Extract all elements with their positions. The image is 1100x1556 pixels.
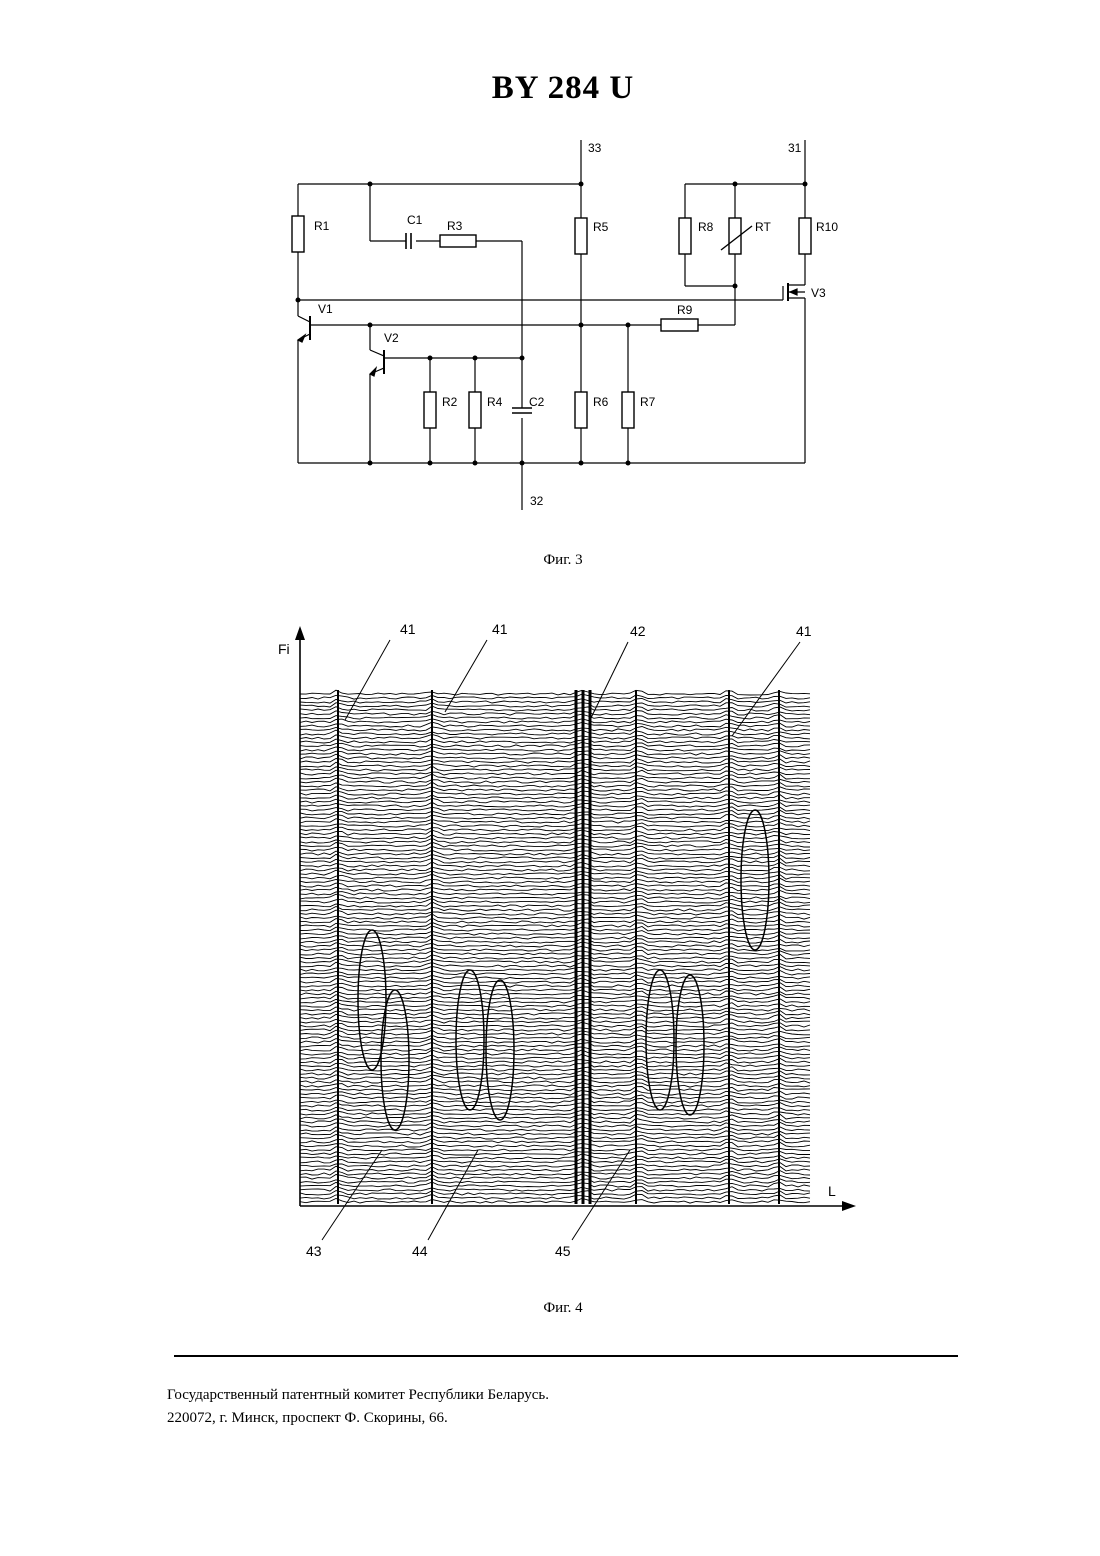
- label-r5: R5: [593, 220, 609, 234]
- resistor-r1: [292, 216, 304, 252]
- callout-44: 44: [412, 1243, 428, 1259]
- figure-3-caption: Фиг. 3: [0, 552, 1100, 569]
- label-r6: R6: [593, 395, 609, 409]
- footer-organization: Государственный патентный комитет Респуб…: [167, 1387, 549, 1404]
- label-r4: R4: [487, 395, 503, 409]
- callout-41-c: 41: [796, 623, 812, 639]
- label-r3: R3: [447, 219, 463, 233]
- callout-42: 42: [630, 623, 646, 639]
- mosfet-v3: [783, 282, 805, 301]
- circuit-diagram: 33 31 32 R1 C1 R3 R5 R8 RT R10 V3 V1 R9 …: [0, 0, 1100, 540]
- resistor-r9: [661, 319, 698, 331]
- label-v1: V1: [318, 302, 333, 316]
- label-c2: C2: [529, 395, 545, 409]
- resistor-r4: [469, 392, 481, 428]
- terminal-33-label: 33: [588, 141, 602, 155]
- label-r2: R2: [442, 395, 458, 409]
- x-axis-label: L: [828, 1183, 836, 1199]
- label-v2: V2: [384, 331, 399, 345]
- transistor-v2: [370, 325, 384, 376]
- thermistor-rt-slash: [721, 226, 752, 250]
- terminal-31-label: 31: [788, 141, 802, 155]
- resistor-r2: [424, 392, 436, 428]
- label-rt: RT: [755, 220, 771, 234]
- resistor-r3: [440, 235, 476, 247]
- label-r10: R10: [816, 220, 838, 234]
- capacitors: [406, 233, 532, 413]
- y-axis-label: Fi: [278, 641, 290, 657]
- terminal-32-label: 32: [530, 494, 544, 508]
- resistor-r10: [799, 218, 811, 254]
- callout-41-a: 41: [400, 621, 416, 637]
- footer-address: 220072, г. Минск, проспект Ф. Скорины, 6…: [167, 1410, 448, 1427]
- label-r7: R7: [640, 395, 656, 409]
- label-r9: R9: [677, 303, 693, 317]
- footer-rule: [174, 1355, 958, 1357]
- callout-41-b: 41: [492, 621, 508, 637]
- resistor-r5: [575, 218, 587, 254]
- figure-4-caption: Фиг. 4: [0, 1300, 1100, 1317]
- junctions: [296, 182, 808, 466]
- resistor-r7: [622, 392, 634, 428]
- label-v3: V3: [811, 286, 826, 300]
- waterfall-plot: Fi L 41 41 42 41 43 44 45: [0, 600, 1100, 1300]
- resistor-r6: [575, 392, 587, 428]
- callout-45: 45: [555, 1243, 571, 1259]
- wires: [298, 140, 805, 510]
- label-r8: R8: [698, 220, 714, 234]
- callout-43: 43: [306, 1243, 322, 1259]
- label-r1: R1: [314, 219, 330, 233]
- resistor-r8: [679, 218, 691, 254]
- transistor-v1: [298, 316, 370, 342]
- label-c1: C1: [407, 213, 423, 227]
